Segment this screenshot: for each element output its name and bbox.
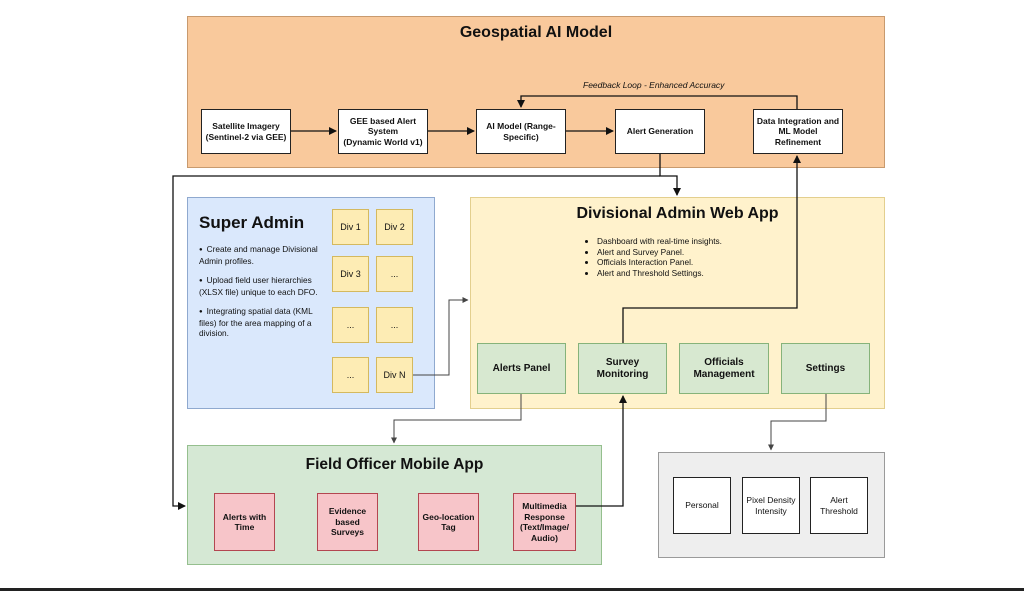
evidence-surveys-box: Evidence based Surveys <box>317 493 378 551</box>
edge-alert-to-field <box>172 175 660 510</box>
edge-feedback-loop <box>517 95 798 109</box>
pixel-density-box: Pixel Density Intensity <box>742 477 800 534</box>
feedback-loop-label: Feedback Loop - Enhanced Accuracy <box>583 80 725 90</box>
survey-monitoring-box: Survey Monitoring <box>578 343 667 394</box>
edge-multimedia-to-survey <box>576 395 627 507</box>
divisional-admin-bullet: Officials Interaction Panel. <box>597 257 805 268</box>
multimedia-response-box: Multimedia Response (Text/Image/ Audio) <box>513 493 576 551</box>
super-admin-bullet: Integrating spatial data (KML files) for… <box>199 306 327 339</box>
officials-management-box: Officials Management <box>679 343 769 394</box>
super-admin-title: Super Admin <box>199 213 305 232</box>
geospatial-title: Geospatial AI Model <box>459 24 613 41</box>
satellite-imagery-node: Satellite Imagery (Sentinel-2 via GEE) <box>201 109 291 154</box>
divisional-admin-bullet: Dashboard with real-time insights. <box>597 236 805 247</box>
edge-alerts-panel-to-field <box>391 394 522 444</box>
divisional-admin-title: Divisional Admin Web App <box>576 205 779 222</box>
bottom-divider <box>0 588 1024 591</box>
field-officer-title: Field Officer Mobile App <box>305 456 484 473</box>
division-box: ... <box>332 357 369 393</box>
division-box: ... <box>376 256 413 292</box>
divisional-admin-bullet: Alert and Survey Panel. <box>597 247 805 258</box>
division-box: ... <box>376 307 413 343</box>
alerts-with-time-box: Alerts with Time <box>214 493 275 551</box>
division-box: Div N <box>376 357 413 393</box>
edge-alert-to-admin <box>659 154 681 196</box>
personal-box: Personal <box>673 477 731 534</box>
divisional-admin-bullet: Alert and Threshold Settings. <box>597 268 805 279</box>
super-admin-bullets: Create and manage Divisional Admin profi… <box>199 244 327 348</box>
super-admin-bullet: Create and manage Divisional Admin profi… <box>199 244 327 266</box>
division-box: Div 1 <box>332 209 369 245</box>
super-admin-bullet: Upload field user hierarchies (XLSX file… <box>199 275 327 297</box>
division-box: Div 3 <box>332 256 369 292</box>
divisional-admin-bullets: Dashboard with real-time insights. Alert… <box>585 236 805 278</box>
data-integration-node: Data Integration and ML Model Refinement <box>753 109 843 154</box>
alert-threshold-box: Alert Threshold <box>810 477 868 534</box>
division-box: Div 2 <box>376 209 413 245</box>
settings-box: Settings <box>781 343 870 394</box>
alerts-panel-box: Alerts Panel <box>477 343 566 394</box>
gee-alert-system-node: GEE based Alert System (Dynamic World v1… <box>338 109 428 154</box>
edge-divn-to-admin <box>413 297 469 376</box>
alert-generation-node: Alert Generation <box>615 109 705 154</box>
division-box: ... <box>332 307 369 343</box>
edge-settings-to-group <box>768 394 827 451</box>
ai-model-node: AI Model (Range- Specific) <box>476 109 566 154</box>
geo-location-tag-box: Geo-location Tag <box>418 493 479 551</box>
edge-survey-to-integration <box>622 155 801 343</box>
